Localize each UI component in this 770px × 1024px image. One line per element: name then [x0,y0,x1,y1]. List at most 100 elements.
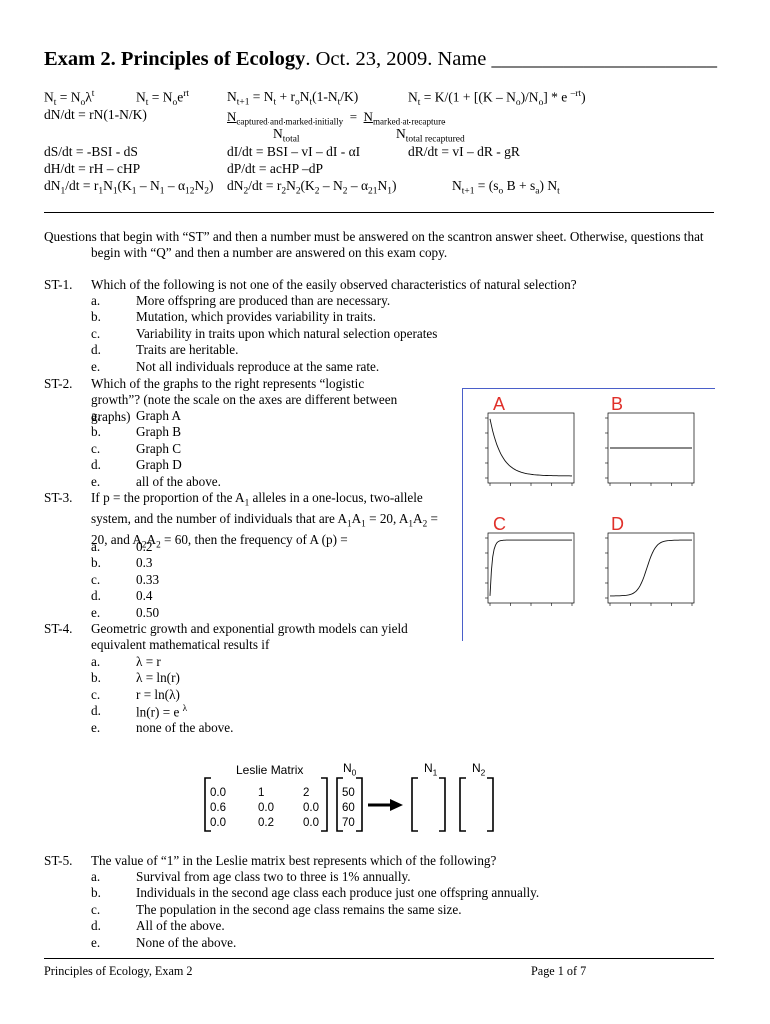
graphs-panel [462,388,715,641]
leslie-matrix-cell: 0.2 [258,817,274,829]
option-letter: c. [91,325,101,341]
graph-a-curve [489,418,572,477]
eq-logistic: dN/dt = rN(1-N/K) [44,107,147,122]
graph-d-label: D [611,514,624,534]
option-letter: e. [91,358,101,374]
footer-left: Principles of Ecology, Exam 2 [44,964,193,978]
option-text: Graph D [136,457,182,473]
option-text: Individuals in the second age class each… [136,885,540,901]
question-number: ST-1. [44,277,73,292]
option-text: λ = r [136,654,161,669]
question-text: If p = the proportion of the A1 alleles … [91,490,438,550]
option-letter: a. [91,869,101,884]
exam-title: Exam 2. Principles of Ecology. Oct. 23, … [44,48,717,71]
option-text: Not all individuals reproduce at the sam… [136,358,380,374]
leslie-matrix-cell: 0.0 [303,817,319,829]
leslie-matrix-cell: 2 [303,787,309,799]
option-letter: c. [91,686,101,702]
option-letter: e. [91,473,101,489]
option-letter: e. [91,604,101,620]
question-number: ST-2. [44,376,73,391]
exam-title-rest: . Oct. 23, 2009. Name __________________… [305,48,718,70]
option-letter: b. [91,424,101,440]
leslie-matrix-cell: 0.0 [303,802,319,814]
graph-a-frame [487,412,575,484]
option-letter: d. [91,342,101,358]
option-letter: d. [91,588,101,604]
question-number: ST-5. [44,853,73,868]
option-text: ln(r) = e λ [136,703,188,720]
option-text: Graph A [136,408,182,423]
arrow-icon [390,799,403,811]
leslie-matrix-cell: 0.0 [210,817,226,829]
option-text: All of the above. [136,918,225,934]
leslie-n1-bracket-right [439,777,446,832]
option-text: none of the above. [136,719,234,735]
option-letter: b. [91,555,101,571]
leslie-matrix-bracket-right [321,777,328,832]
leslie-n0-label: N0 [343,761,357,778]
question-text: Which of the following is not one of the… [91,277,577,292]
graph-c-frame [487,532,575,604]
graphs-figure [485,412,695,606]
graph-d [605,532,695,606]
option-letter: b. [91,885,101,901]
graph-c-label: C [493,514,506,534]
graph-a [485,412,575,486]
option-text: λ = ln(r) [136,670,180,686]
question-number: ST-3. [44,490,73,505]
option-letter: a. [91,408,101,423]
graph-d-frame [607,532,695,604]
instructions: Questions that begin with “ST” and then … [44,229,716,262]
leslie-vector-cell: 50 [342,787,355,799]
leslie-matrix-cell: 0.6 [210,802,226,814]
eq-mark-recapture: Ncaptured and marked initially = Nmarked… [227,109,446,127]
option-text: 0.50 [136,604,160,620]
eq-competition-1: dN1/dt = r1N1(K1 – N1 – α12N2) [44,178,214,197]
option-text: Variability in traits upon which natural… [136,325,438,341]
option-text: 0.2 [136,539,153,554]
question-text: The value of “1” in the Leslie matrix be… [91,853,497,868]
eq-mark-recapture-denominator-2: Ntotal recaptured [396,126,465,145]
leslie-n2-bracket-left [459,777,466,832]
eq-predator: dP/dt = acHP –dP [227,161,323,176]
leslie-n2-label: N2 [472,761,486,778]
option-letter: c. [91,571,101,587]
divider-top [44,212,714,213]
option-text: r = ln(λ) [136,686,180,702]
option-letter: e. [91,934,101,950]
option-letter: a. [91,539,101,554]
eq-exponential: Nt = Noert [136,89,189,109]
option-letter: c. [91,440,101,456]
leslie-title: Leslie Matrix [236,763,304,777]
leslie-n2-bracket-right [487,777,494,832]
leslie-matrix-bracket-left [204,777,211,832]
eq-competition-2: dN2/dt = r2N2(K2 – N2 – α21N1) [227,178,397,197]
option-letter: a. [91,654,101,669]
leslie-vector-bracket-left [336,777,343,832]
option-text: Survival from age class two to three is … [136,869,411,884]
exam-title-bold: Exam 2. Principles of Ecology [44,48,306,70]
eq-geometric: Nt = Noλt [44,89,95,109]
footer-page-number: Page 1 of 7 [531,964,587,978]
eq-infected: dI/dt = BSI – vI – dI - αI [227,144,361,159]
instructions-text: Questions that begin with “ST” and then … [44,229,704,261]
eq-mark-recapture-denominator-1: Ntotal [273,126,300,145]
option-text: Graph B [136,424,182,440]
option-text: 0.33 [136,571,160,587]
option-letter: d. [91,918,101,934]
divider-bottom [44,958,714,959]
leslie-matrix-cell: 1 [258,787,264,799]
option-text: Traits are heritable. [136,342,239,358]
option-text: The population in the second age class r… [136,901,462,917]
eq-recovered: dR/dt = vI – dR - gR [408,144,520,159]
option-letter: c. [91,901,101,917]
leslie-n1-bracket-left [411,777,418,832]
option-text: Mutation, which provides variability in … [136,309,376,325]
option-letter: b. [91,670,101,686]
leslie-vector-bracket-right [356,777,363,832]
eq-logistic-solution: Nt = K/(1 + [(K – No)/No] * e –rt) [408,89,586,109]
leslie-vector-cell: 60 [342,802,355,814]
eq-susceptible: dS/dt = -BSI - dS [44,144,138,159]
